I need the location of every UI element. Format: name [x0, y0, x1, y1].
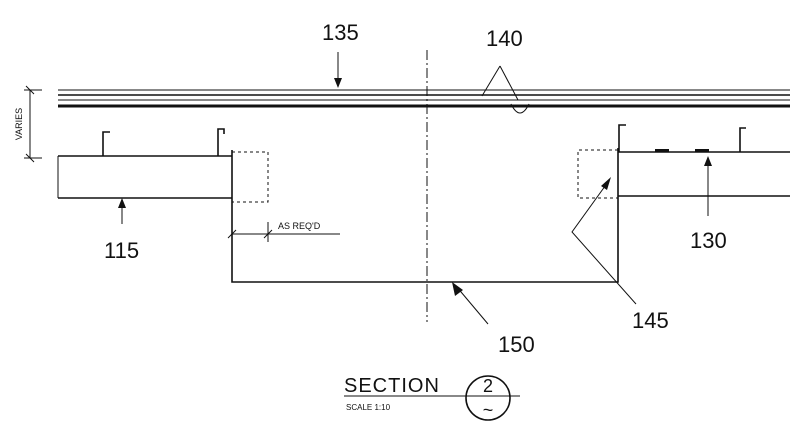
section-sheet-mark: ~	[483, 400, 494, 420]
section-scale: SCALE 1:10	[346, 403, 391, 412]
as-reqd-dimension: AS REQ'D	[227, 221, 340, 242]
section-number: 2	[483, 376, 493, 396]
ref-130: 130	[690, 228, 727, 253]
left-beam	[57, 128, 269, 203]
vertical-dimension: VARIES	[14, 85, 42, 163]
weld-symbol	[510, 103, 530, 114]
leaders	[118, 52, 712, 325]
as-reqd-label: AS REQ'D	[278, 221, 321, 231]
ref-150: 150	[498, 332, 535, 357]
section-title-block: SECTION SCALE 1:10 2 ~	[344, 375, 520, 421]
right-beam	[577, 124, 790, 199]
recess-outline	[231, 148, 619, 283]
vertical-dimension-text: VARIES	[14, 108, 24, 140]
section-title: SECTION	[344, 375, 440, 397]
ref-115: 115	[104, 238, 139, 263]
top-slab	[58, 89, 790, 108]
ref-145: 145	[632, 308, 669, 333]
ref-135: 135	[322, 20, 359, 45]
ref-140: 140	[486, 26, 523, 51]
section-callout-circle	[465, 375, 511, 421]
